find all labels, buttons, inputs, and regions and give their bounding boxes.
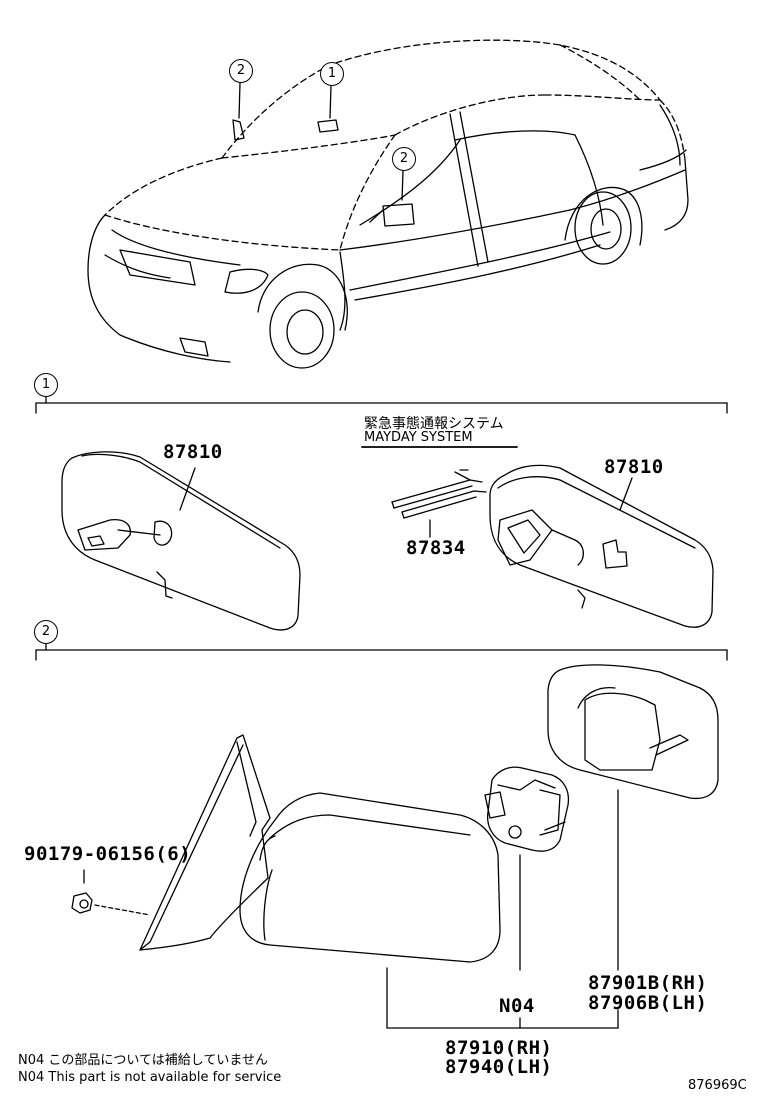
footnote-jp: N04 この部品については補給していません <box>18 1053 268 1068</box>
callout-2-outer-mirror: 2 <box>392 147 416 171</box>
part-number-87810-left: 87810 <box>163 441 223 463</box>
mayday-system-label-en: MAYDAY SYSTEM <box>364 430 473 445</box>
rearview-mirror-right <box>490 465 713 627</box>
mirror-glass <box>548 665 718 799</box>
part-number-glass-rh: 87901B(RH) <box>588 972 708 994</box>
footnote-en: N04 This part is not available for servi… <box>18 1070 282 1085</box>
part-number-glass-lh: 87906B(LH) <box>588 992 708 1014</box>
assembly-bracket <box>387 968 618 1028</box>
part-number-n04: N04 <box>499 995 535 1017</box>
section2-bracket <box>36 641 727 660</box>
car-illustration <box>105 40 685 250</box>
clip-87834 <box>392 470 486 518</box>
part-number-assy-rh: 87910(RH) <box>445 1037 553 1059</box>
section2-marker: 2 <box>34 620 58 644</box>
rearview-mirror-left <box>62 452 300 630</box>
mayday-system-label-jp: 緊急事態通報システム <box>364 416 504 432</box>
part-number-87810-right: 87810 <box>604 456 664 478</box>
section1-bracket <box>36 386 727 413</box>
outer-mirror-base <box>140 735 270 950</box>
bolt-90179 <box>72 893 92 913</box>
actuator-n04 <box>485 767 568 851</box>
part-number-bolt: 90179-06156(6) <box>24 843 192 865</box>
callout-2-antenna: 2 <box>229 59 253 83</box>
callout-1-inner-mirror: 1 <box>320 62 344 86</box>
outer-mirror-housing <box>240 793 500 962</box>
diagram-id: 876969C <box>688 1078 747 1093</box>
car-body-solid <box>88 105 688 368</box>
part-number-87834: 87834 <box>406 537 466 559</box>
part-number-assy-lh: 87940(LH) <box>445 1056 553 1078</box>
section1-marker: 1 <box>34 373 58 397</box>
